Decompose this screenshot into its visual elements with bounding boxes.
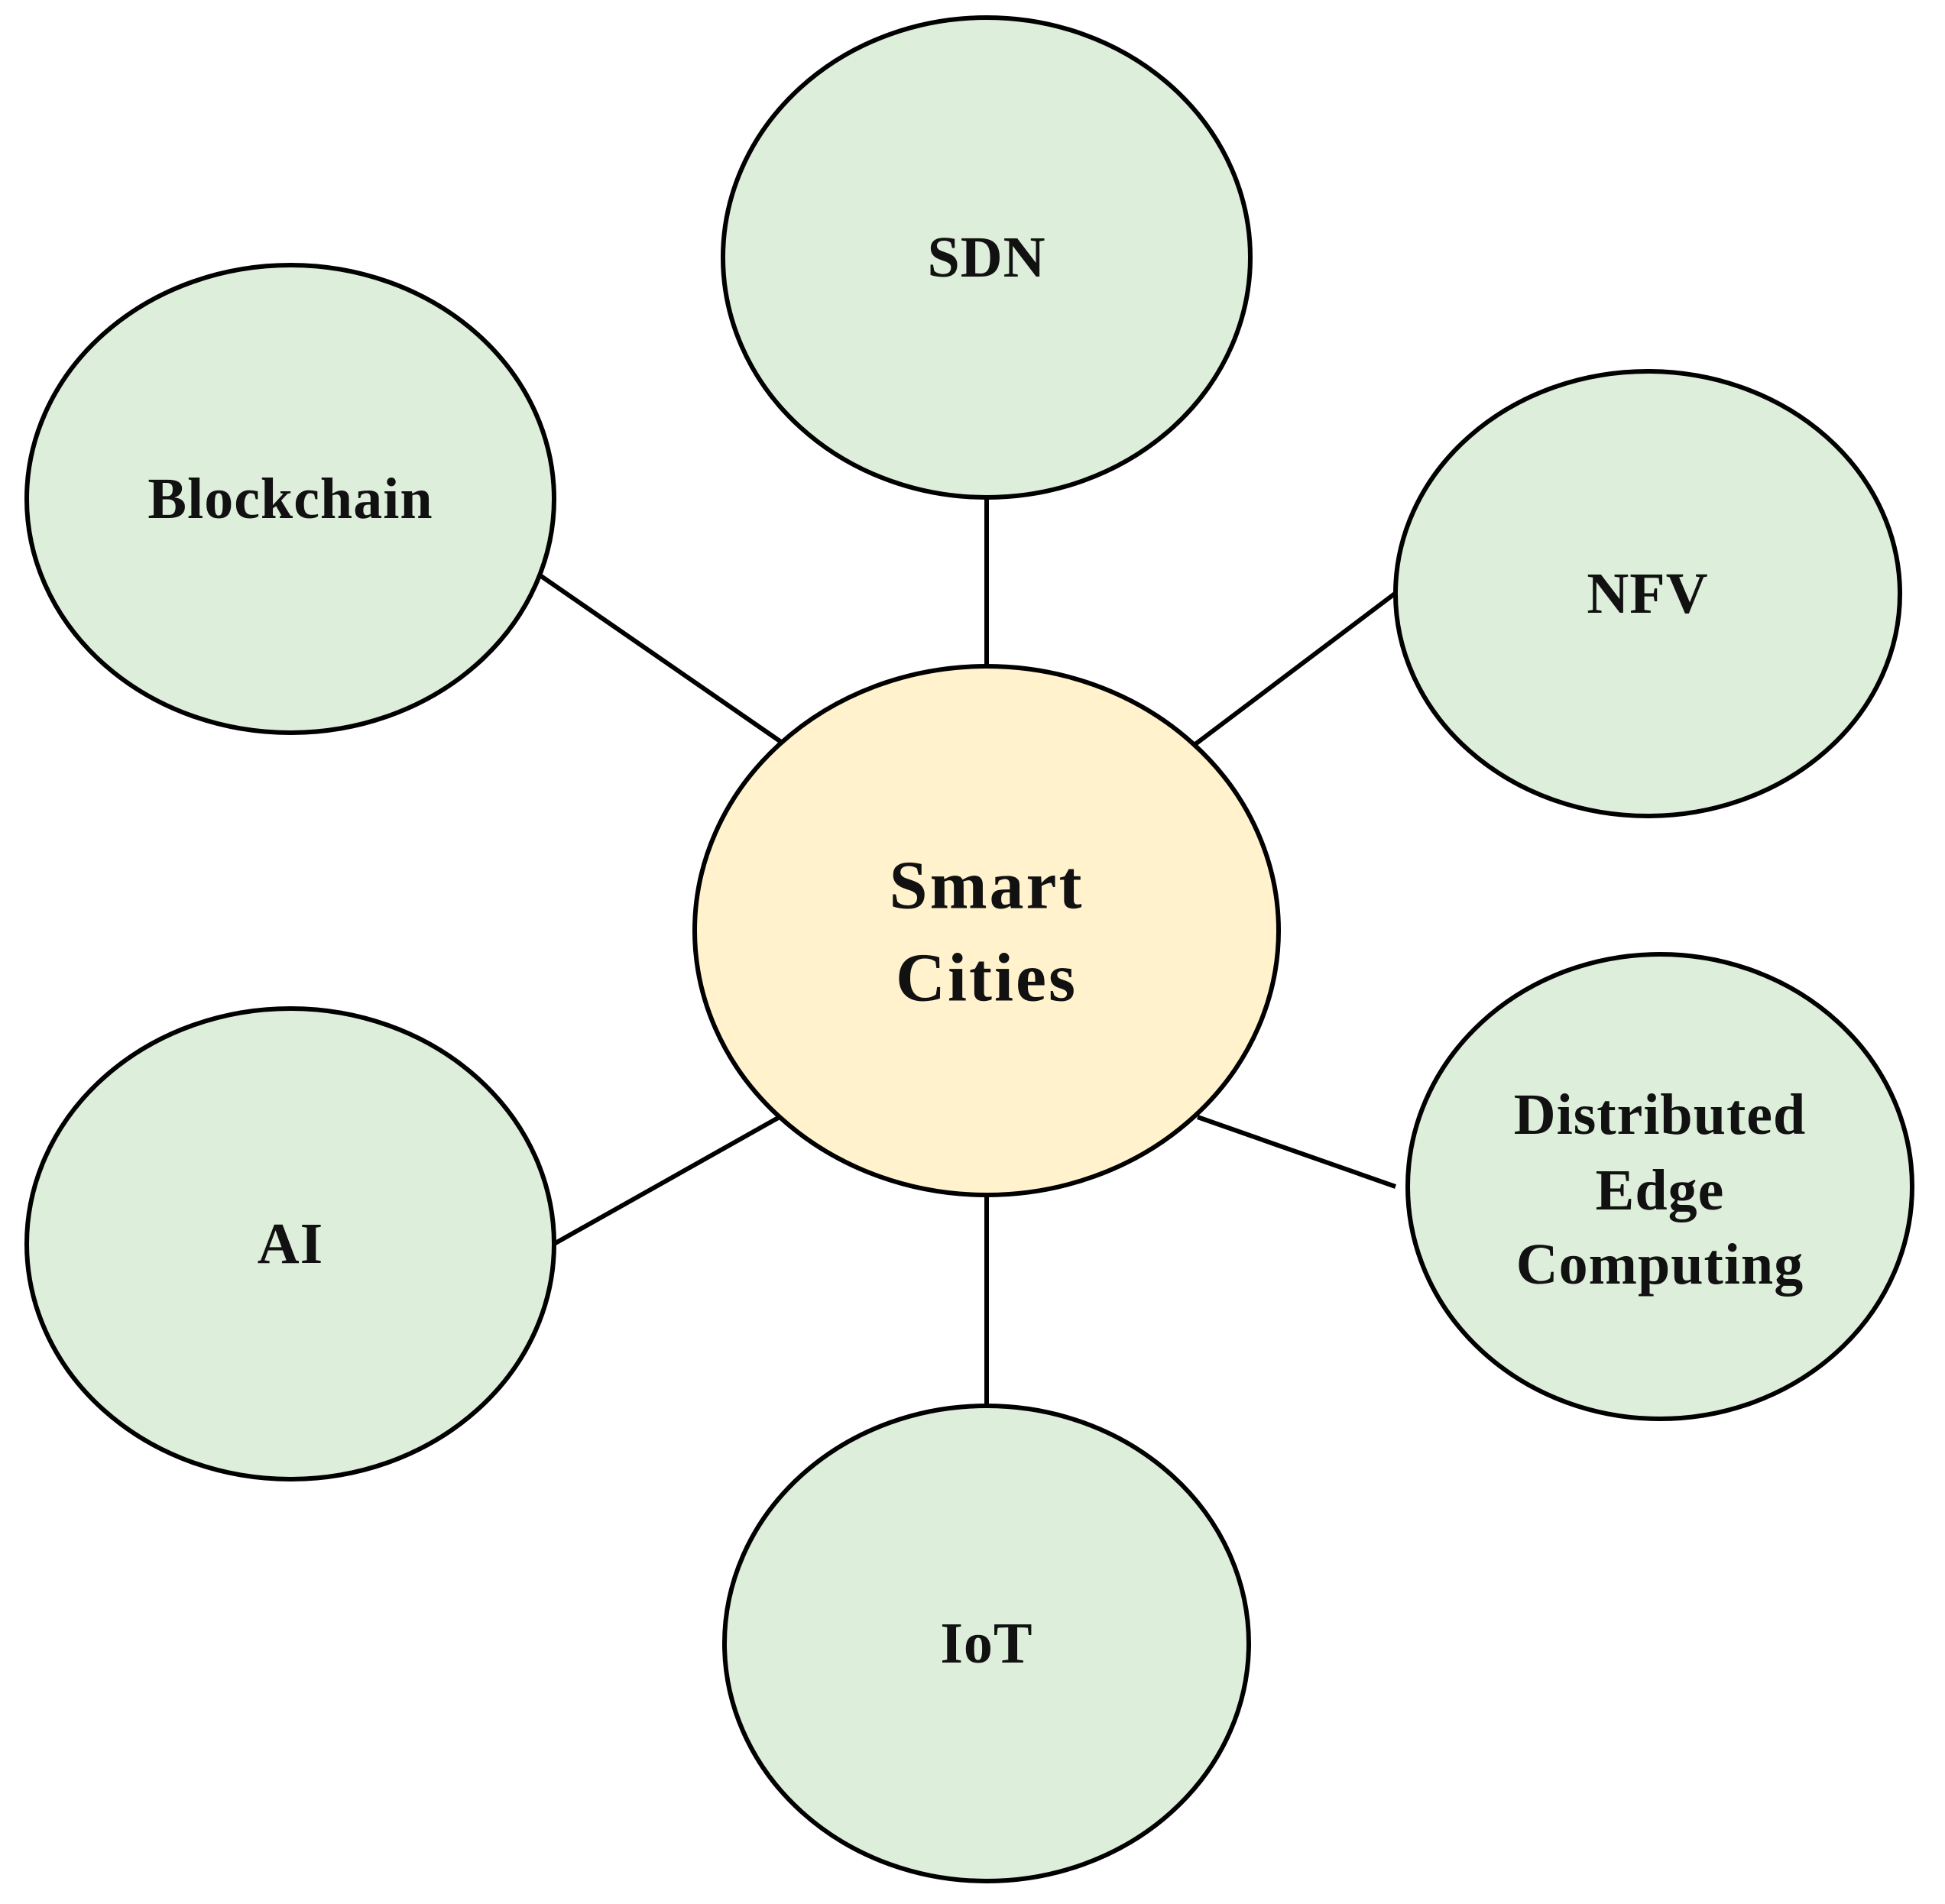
node-circle: [24, 1006, 556, 1481]
connector-distributed-edge-computing: [1197, 1115, 1396, 1189]
node-iot: IoT: [722, 1404, 1251, 1883]
center-label: Cities: [896, 941, 1078, 1016]
node-distributed-edge-computing: Distributed Edge Computing: [1405, 952, 1914, 1421]
node-circle: [1393, 369, 1902, 818]
node-nfv: NFV: [1393, 369, 1902, 818]
node-label: Distributed: [1514, 1083, 1807, 1147]
node-circle: [722, 1404, 1251, 1883]
node-sdn: SDN: [721, 15, 1253, 500]
node-circle: [24, 263, 556, 735]
node-label: IoT: [940, 1611, 1032, 1676]
node-label: NFV: [1587, 562, 1708, 626]
node-circle: [721, 15, 1253, 500]
center-label: Smart: [890, 848, 1084, 924]
node-ai: AI: [24, 1006, 556, 1481]
node-label: AI: [258, 1212, 323, 1276]
node-label: SDN: [927, 225, 1045, 290]
center-node-smart-cities: Smart Cities: [692, 664, 1281, 1197]
node-label: Edge: [1596, 1158, 1725, 1222]
connector-nfv: [1194, 591, 1396, 746]
node-label: Blockchain: [147, 467, 433, 531]
node-circle: [1405, 952, 1914, 1421]
node-blockchain: Blockchain: [24, 263, 556, 735]
connector-ai: [553, 1115, 781, 1246]
connector-blockchain: [540, 574, 783, 744]
node-label: Computing: [1516, 1232, 1804, 1297]
center-circle: [692, 664, 1281, 1197]
